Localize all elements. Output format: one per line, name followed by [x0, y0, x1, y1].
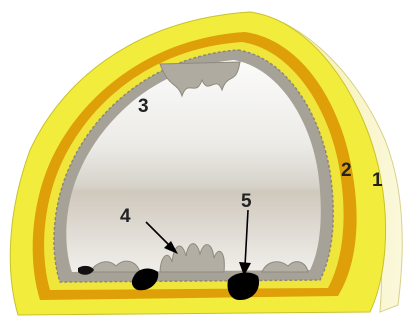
- label-3: 3: [138, 96, 149, 117]
- label-5: 5: [241, 191, 252, 212]
- label-4: 4: [120, 206, 131, 227]
- label-2: 2: [341, 160, 352, 181]
- label-1: 1: [372, 170, 383, 191]
